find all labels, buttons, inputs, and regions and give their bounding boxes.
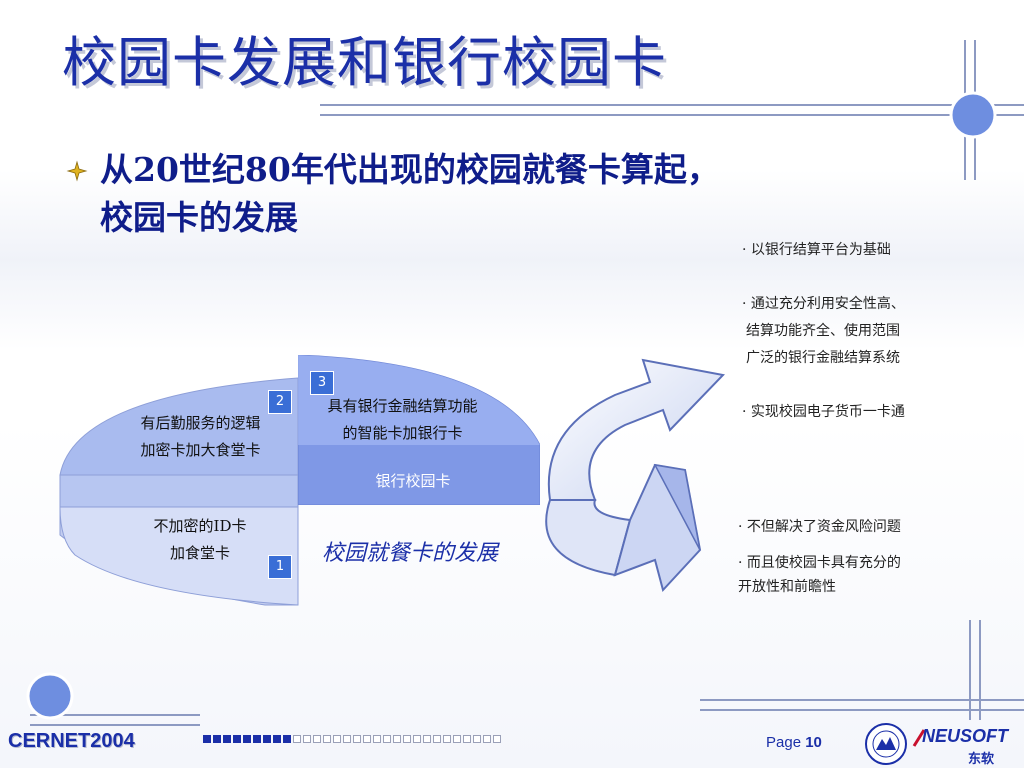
notes-bottom: · 不但解决了资金风险问题 · 而且使校园卡具有充分的 开放性和前瞻性 (738, 515, 901, 599)
page-number: 10 (805, 734, 822, 751)
progress-segment (483, 735, 491, 743)
page-indicator: Page 10 (766, 734, 822, 751)
progress-segment (363, 735, 371, 743)
bullet-text: 从20世纪80年代出现的校园就餐卡算起， 校园卡的发展 (100, 146, 920, 242)
progress-segment (323, 735, 331, 743)
segment-3-line-2: 的智能卡加银行卡 (342, 424, 463, 442)
progress-segment (293, 735, 301, 743)
pie-diagram (59, 377, 299, 606)
note-line: · 通过充分利用安全性高、 (742, 296, 905, 312)
notes-top: · 以银行结算平台为基础 · 通过充分利用安全性高、 结算功能齐全、使用范围 广… (742, 237, 905, 426)
segment-1-number: 1 (268, 555, 292, 579)
segment-2-label: 有后勤服务的逻辑 加密卡加大食堂卡 (108, 410, 293, 464)
note-line: · 不但解决了资金风险问题 (738, 519, 901, 535)
segment-2-line-2: 加密卡加大食堂卡 (140, 441, 261, 459)
progress-segment (283, 735, 291, 743)
progress-segment (273, 735, 281, 743)
segment-2-number: 2 (268, 390, 292, 414)
progress-segment (243, 735, 251, 743)
progress-segment (373, 735, 381, 743)
segment-3-label: 具有银行金融结算功能 的智能卡加银行卡 (300, 393, 505, 447)
progress-segment (463, 735, 471, 743)
progress-segment (383, 735, 391, 743)
globe-circle-icon (26, 672, 74, 720)
note-line: · 而且使校园卡具有充分的 (738, 555, 901, 571)
progress-segment (493, 735, 501, 743)
progress-segment (433, 735, 441, 743)
progress-segment (423, 735, 431, 743)
note-line: · 实现校园电子货币一卡通 (742, 404, 905, 420)
university-seal-icon (865, 723, 907, 765)
slide-progress-bar (203, 735, 567, 743)
progress-segment (203, 735, 211, 743)
bullet-star-icon (66, 160, 88, 182)
progress-segment (253, 735, 261, 743)
segment-2-line-1: 有后勤服务的逻辑 (140, 414, 261, 432)
note-line: 广泛的银行金融结算系统 (746, 350, 900, 366)
progress-segment (313, 735, 321, 743)
bullet-line-2: 校园卡的发展 (100, 198, 298, 237)
progress-segment (413, 735, 421, 743)
progress-segment (303, 735, 311, 743)
note-line: · 以银行结算平台为基础 (742, 242, 891, 258)
progress-segment (223, 735, 231, 743)
segment-1-label: 不加密的ID卡 加食堂卡 (110, 513, 290, 567)
progress-segment (233, 735, 241, 743)
globe-circle-icon (949, 91, 997, 139)
bank-segment (298, 355, 540, 505)
segment-1-line-2: 加食堂卡 (169, 544, 230, 562)
progress-segment (333, 735, 341, 743)
segment-3-number: 3 (310, 371, 334, 395)
neusoft-logo-icon (912, 729, 926, 747)
brand-name: NEUSOFT (922, 726, 1009, 746)
progress-segment (453, 735, 461, 743)
bullet-line-1: 从20世纪80年代出现的校园就餐卡算起， (100, 150, 720, 189)
background-band (0, 170, 1024, 350)
bank-card-sublabel: 银行校园卡 (375, 472, 451, 490)
note-line: 开放性和前瞻性 (738, 579, 836, 595)
curved-arrow-icon (545, 358, 726, 593)
page-label: Page (766, 734, 802, 751)
segment-3-line-1: 具有银行金融结算功能 (327, 397, 478, 415)
diagram-caption: 校园就餐卡的发展 (322, 541, 499, 566)
progress-segment (213, 735, 221, 743)
segment-1-line-1: 不加密的ID卡 (153, 517, 247, 535)
progress-segment (353, 735, 361, 743)
progress-segment (263, 735, 271, 743)
progress-segment (443, 735, 451, 743)
progress-segment (473, 735, 481, 743)
conference-label: CERNET2004 (8, 730, 135, 752)
progress-segment (393, 735, 401, 743)
progress-segment (403, 735, 411, 743)
brand-name-cn: 东软 (968, 751, 995, 766)
note-line: 结算功能齐全、使用范围 (746, 323, 900, 339)
progress-segment (343, 735, 351, 743)
slide-title: 校园卡发展和银行校园卡 (62, 31, 667, 94)
